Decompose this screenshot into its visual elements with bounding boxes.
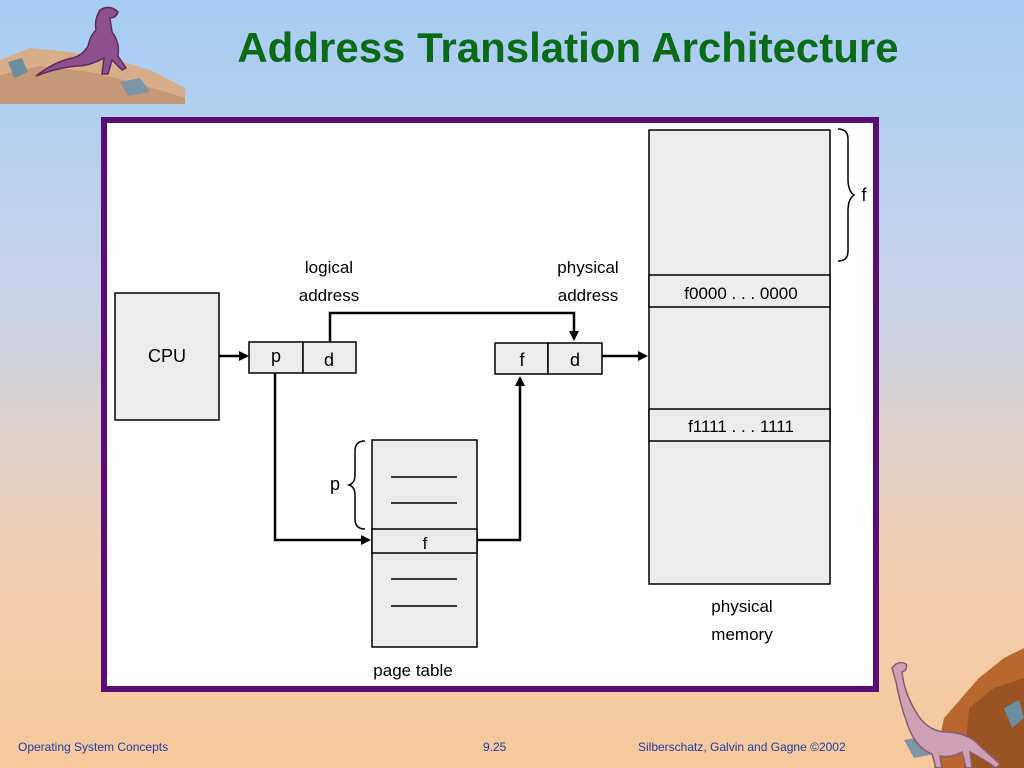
physical-address-label-line1: physical bbox=[557, 258, 618, 277]
page-index-brace-label: p bbox=[330, 474, 340, 494]
frame-size-brace bbox=[837, 128, 856, 262]
logical-p-label: p bbox=[271, 346, 281, 366]
logical-d-label: d bbox=[324, 350, 334, 370]
physical-memory-box bbox=[648, 129, 831, 585]
memory-frame-start-label: f0000 . . . 0000 bbox=[684, 284, 797, 303]
frame-number-arrow bbox=[477, 376, 525, 542]
page-index-brace bbox=[346, 440, 366, 530]
footer-course-title: Operating System Concepts bbox=[18, 740, 169, 754]
footer-copyright: Silberschatz, Galvin and Gagne ©2002 bbox=[638, 740, 846, 754]
footer-page-number: 9.25 bbox=[483, 740, 507, 754]
page-number-to-table-arrow bbox=[273, 373, 371, 545]
memory-frame-end-row bbox=[648, 408, 831, 442]
dinosaur-logo-bottom-right bbox=[891, 648, 1024, 768]
slide-title: Address Translation Architecture bbox=[237, 24, 899, 71]
physical-memory-label-line1: physical bbox=[711, 597, 772, 616]
offset-copy-arrow bbox=[328, 311, 579, 342]
physical-address-d-box bbox=[547, 342, 603, 375]
cpu-label: CPU bbox=[148, 346, 186, 366]
physical-address-label-line2: address bbox=[558, 286, 618, 305]
physical-address-f-box bbox=[494, 342, 549, 375]
memory-frame-start-row bbox=[648, 274, 831, 308]
page-table-label: page table bbox=[373, 661, 452, 680]
physical-memory-label-line2: memory bbox=[711, 625, 773, 644]
memory-frame-end-label: f1111 . . . 1111 bbox=[688, 417, 794, 436]
dinosaur-logo-top-left bbox=[0, 6, 185, 104]
logical-address-label-line2: address bbox=[299, 286, 359, 305]
page-table-entry-f-label: f bbox=[423, 534, 428, 553]
physical-f-label: f bbox=[519, 350, 525, 370]
physical-d-label: d bbox=[570, 350, 580, 370]
logical-address-label-line1: logical bbox=[305, 258, 353, 277]
frame-size-brace-label: f bbox=[861, 185, 867, 205]
